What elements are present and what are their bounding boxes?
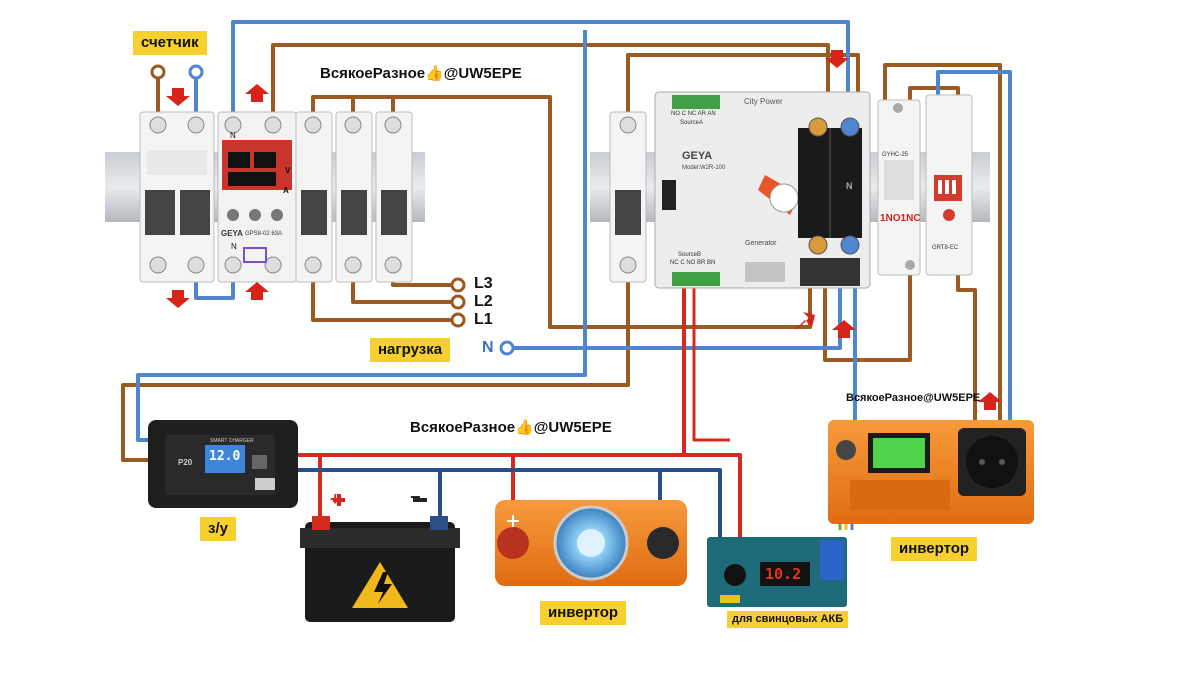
load-breaker-2 — [335, 111, 373, 283]
l2-label: L2 — [474, 293, 493, 310]
charger-breaker — [609, 111, 647, 283]
arrow-up-4 — [978, 392, 1002, 410]
wire-neutral-charger — [136, 30, 587, 442]
wire-neutral-relay — [936, 70, 1012, 470]
inverter-left-label: инвертор — [540, 601, 627, 625]
inverter-large — [828, 420, 1034, 524]
arrow-down-1 — [166, 88, 190, 106]
voltage-relay — [217, 111, 297, 283]
charger-title: SMART CHARGER — [210, 438, 254, 444]
ats-generator-label: Generator — [745, 240, 777, 247]
relay-model: GYHC-25 — [882, 152, 909, 158]
inverter-right-label: инвертор — [891, 537, 978, 561]
battery-charger — [148, 420, 298, 508]
n-terminal — [499, 340, 515, 356]
battery-plus-mark: + — [330, 489, 341, 509]
ats-brand: GEYA — [682, 150, 713, 162]
voltage-relay-model: GPS8-02 63A — [245, 231, 283, 237]
arrow-up-2 — [245, 282, 269, 300]
charger-label: з/у — [200, 517, 236, 541]
ats-source-a: SourceA — [680, 120, 704, 126]
voltage-relay-n-bottom: N — [231, 242, 237, 251]
l3-terminal — [450, 277, 466, 293]
ats-terms-bottom: NC C NO BR BN — [670, 260, 716, 266]
battery-minus-mark: − — [410, 487, 421, 507]
n-label: N — [482, 339, 494, 356]
ats-city-label: City Power — [744, 97, 783, 106]
wire-phase-load-bus — [311, 95, 812, 329]
wire-phase-meter-to-ats — [271, 43, 830, 123]
l1-terminal — [450, 312, 466, 328]
wire-dc-plus-bus — [297, 453, 742, 545]
inverter-small — [495, 500, 687, 586]
voltage-relay-a: A — [283, 186, 289, 195]
voltage-relay-brand: GEYA — [221, 229, 243, 238]
phase-input-terminal — [150, 64, 166, 80]
arrow-down-3 — [825, 50, 849, 68]
ats-n-mark: N — [846, 181, 853, 191]
wire-l1 — [311, 265, 452, 322]
arrow-down-2 — [166, 290, 190, 308]
wire-inverter-phase — [823, 245, 912, 362]
watermark-top: ВсякоеРазное👍@UW5EPE — [320, 65, 522, 82]
wire-neutral-meter-to-ats — [231, 20, 850, 123]
wire-inverter-out — [883, 63, 1002, 470]
charger-display: 12.0 — [209, 449, 241, 464]
ats-switch — [654, 91, 871, 289]
meter-label: счетчик — [133, 31, 207, 55]
controller-display: 10.2 — [765, 565, 802, 583]
wire-ctrl-2 — [692, 280, 730, 442]
l3-label: L3 — [474, 275, 493, 292]
lead-acid-label: для свинцовых АКБ — [727, 611, 849, 628]
time-relay — [925, 94, 973, 276]
l1-label: L1 — [474, 311, 493, 328]
load-breaker-1 — [295, 111, 333, 283]
load-breaker-3 — [375, 111, 413, 283]
charger-model: P20 — [178, 458, 193, 467]
ats-terms-top: NO C NC AR AN — [671, 111, 716, 117]
lead-acid-battery — [300, 516, 460, 622]
watermark-middle: ВсякоеРазное👍@UW5EPE — [410, 419, 612, 436]
minus-bar — [413, 498, 427, 502]
input-breaker — [139, 111, 215, 283]
neutral-input-terminal — [188, 64, 204, 80]
ats-source-b: SourceB — [678, 252, 702, 258]
arrow-up-3 — [832, 320, 856, 338]
arrow-up-1 — [245, 84, 269, 102]
voltage-relay-n-top: N — [230, 131, 236, 140]
wire-charger-feed — [121, 265, 630, 462]
relay-contact-note: 1NO1NC — [880, 213, 921, 224]
ats-model: Model:W2R-100 — [682, 165, 726, 171]
watermark-small: ВсякоеРазное@UW5EPE — [846, 392, 981, 404]
l2-terminal — [450, 294, 466, 310]
time-relay-model: GRT8-EC — [932, 245, 959, 251]
voltage-relay-v: V — [285, 166, 291, 175]
load-label: нагрузка — [370, 338, 451, 362]
voltage-controller-board — [707, 537, 847, 607]
flow-arrows — [166, 50, 1002, 506]
wire-dc-minus-bus — [440, 468, 722, 545]
plus-bar-v — [337, 494, 341, 506]
arrow-diag — [795, 312, 815, 330]
wire-relay-out — [956, 275, 977, 470]
contactor-relay — [877, 99, 921, 276]
